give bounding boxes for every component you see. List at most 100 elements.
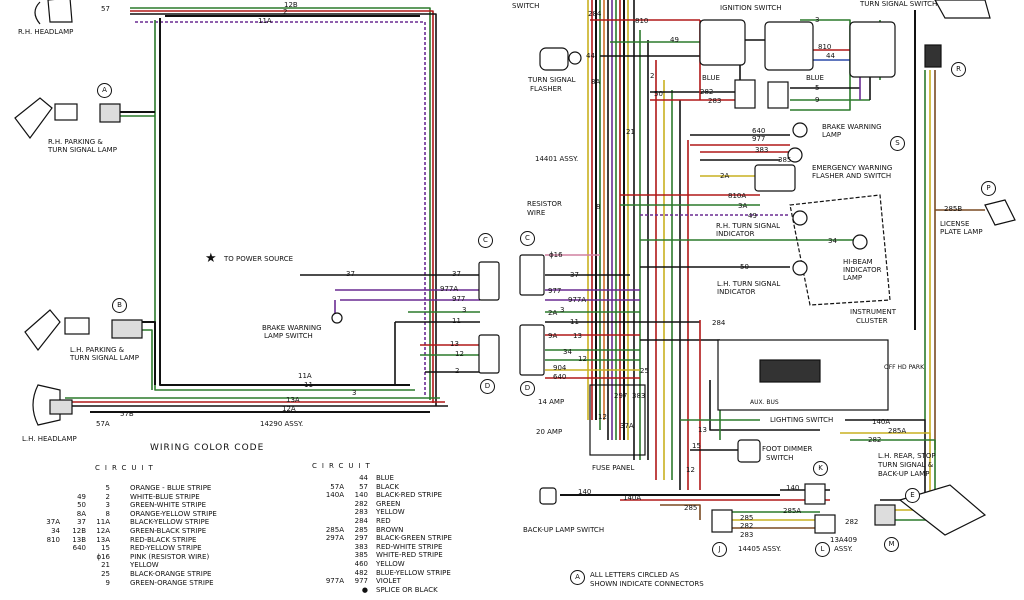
fuse-panel-icon <box>589 384 646 456</box>
wire-label: 57B <box>120 410 134 418</box>
lh-parking-label-1: L.H. PARKING & <box>70 346 125 354</box>
emergency-label-1: EMERGENCY WARNING <box>812 164 893 172</box>
wire-label: 21 <box>626 128 635 136</box>
connector-c-left <box>478 261 500 301</box>
wire-label: 3A <box>738 202 748 210</box>
blue-connector-icon <box>734 79 756 109</box>
foot-dimmer-icon <box>737 439 761 463</box>
wire-label: 37 <box>452 270 461 278</box>
connector-e-badge: E <box>905 488 920 503</box>
note-letter-badge: A <box>570 570 585 585</box>
wire-label: 283 <box>708 97 722 105</box>
rh-turn-indicator-bulb <box>792 210 808 226</box>
instrument-label-2: CLUSTER <box>856 317 888 325</box>
rh-headlamp-icon <box>34 0 73 25</box>
connector-k-badge: K <box>813 461 828 476</box>
wire-label: 140 <box>578 488 592 496</box>
fuse-panel-label: FUSE PANEL <box>592 464 635 472</box>
assy-13a409-label-1: 13A409 <box>830 536 858 544</box>
hibeam-label-2: INDICATOR <box>843 266 882 274</box>
instrument-label-1: INSTRUMENT <box>850 308 896 316</box>
wire-label: 2 <box>455 367 460 375</box>
connector-c-badge: C <box>478 233 493 248</box>
wire-label: 11A <box>258 17 272 25</box>
brake-warning-bulb-icon <box>792 122 808 138</box>
wire-label: 12A <box>282 405 296 413</box>
assy-14405-label: 14405 ASSY. <box>738 545 782 553</box>
rh-turn-indicator-label-1: R.H. TURN SIGNAL <box>716 222 781 230</box>
wire-label: 12B <box>284 1 298 9</box>
foot-dimmer-label-2: SWITCH <box>766 454 794 462</box>
hibeam-label-1: HI-BEAM <box>843 258 873 266</box>
wire-label: 977 <box>452 295 466 303</box>
wire-label: 640 <box>752 127 766 135</box>
wire-label: 34 <box>828 237 837 245</box>
blue-label-2: BLUE <box>806 74 824 82</box>
wire-label: 50 <box>654 90 663 98</box>
wire-label: 9A <box>548 332 558 340</box>
note-line-1: ALL LETTERS CIRCLED AS <box>590 571 680 579</box>
rh-parking-label-2: TURN SIGNAL LAMP <box>48 146 117 154</box>
blue-label-1: BLUE <box>702 74 720 82</box>
lh-rear-lamp-icon <box>898 484 987 536</box>
connector-m-badge: M <box>884 537 899 552</box>
lh-rear-label-1: L.H. REAR, STOP <box>878 452 936 460</box>
brake-warning-lamp-label-2: LAMP <box>822 131 842 139</box>
wire-label: 8A <box>591 78 601 86</box>
turn-signal-flasher-label-2: FLASHER <box>530 85 562 93</box>
assy-14290-label: 14290 ASSY. <box>260 420 304 428</box>
wire-label: 13 <box>573 332 582 340</box>
wire-label: 13 <box>698 426 707 434</box>
wire-label: 285 <box>740 514 754 522</box>
wire-label: 282 <box>845 518 859 526</box>
turn-signal-switch-label: TURN SIGNAL SWITCH <box>860 0 938 8</box>
wire-label: 285A <box>888 427 907 435</box>
wire-label: 285A <box>783 507 802 515</box>
wire-label: 37 <box>346 270 355 278</box>
wire-label: 383 <box>755 146 769 154</box>
wire-label: 285B <box>944 205 963 213</box>
connector-j-badge: J <box>712 542 727 557</box>
wire-label: 977 <box>752 135 766 143</box>
license-label-1: LICENSE <box>940 220 970 228</box>
wire-label: 904 <box>553 364 567 372</box>
lh-parking-lamp-icon <box>24 309 143 351</box>
wire-label: 37 <box>570 271 579 279</box>
wire-label: 2 <box>283 8 288 16</box>
wire-label: 297 <box>614 392 628 400</box>
wire-label: 2A <box>720 172 730 180</box>
wire-label: 13A <box>286 396 300 404</box>
wire-label: 640 <box>553 373 567 381</box>
brake-warning-lamp-label-1: BRAKE WARNING <box>822 123 882 131</box>
wire-label: 50 <box>740 263 749 271</box>
wire-label: ϕ16 <box>549 251 563 259</box>
brake-warning-switch-label-2: LAMP SWITCH <box>264 332 313 340</box>
wire-label: 140A <box>623 494 642 502</box>
ignition-switch-label: IGNITION SWITCH <box>720 4 782 12</box>
resistor-wire-label-1: RESISTOR <box>527 200 562 208</box>
wire-label: 12 <box>598 413 607 421</box>
wire-label: 8 <box>596 203 601 211</box>
connector-c-right <box>519 254 545 296</box>
wire-label: 977A <box>440 285 459 293</box>
wire-label: 810A <box>728 192 747 200</box>
connector-r-badge: R <box>951 62 966 77</box>
wire-label: 282 <box>700 88 714 96</box>
wire-label: 12 <box>686 466 695 474</box>
lh-headlamp-icon <box>32 384 73 426</box>
wire-label: 11 <box>304 381 313 389</box>
aux-bus-label: AUX. BUS <box>750 399 779 406</box>
wire-label: 11 <box>570 318 579 326</box>
connector-d-left <box>478 334 500 374</box>
wire-label: 44 <box>586 52 595 60</box>
